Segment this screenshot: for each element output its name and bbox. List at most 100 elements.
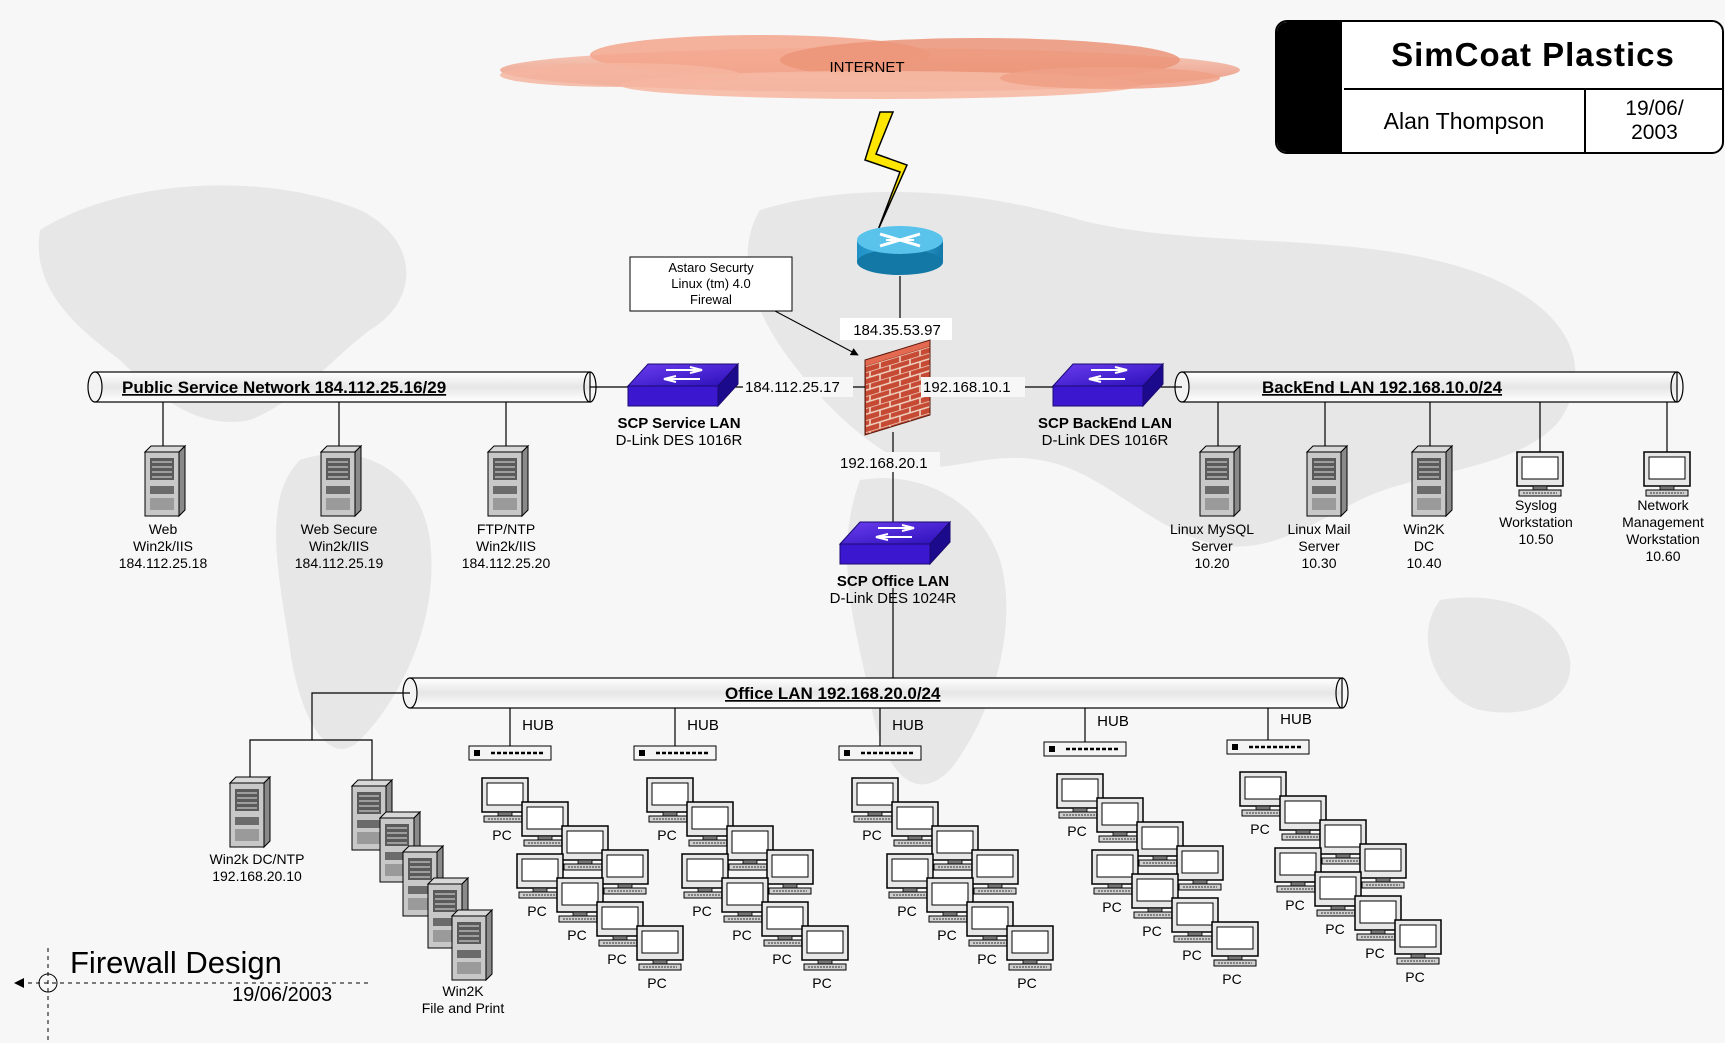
backend-server-icon — [1410, 444, 1454, 518]
pc-icon — [1176, 845, 1224, 891]
pc-label: PC — [647, 975, 666, 991]
pc-icon — [1131, 873, 1179, 919]
pc-label: PC — [1142, 923, 1161, 939]
pc-label: PC — [1182, 947, 1201, 963]
pc-icon — [931, 825, 979, 871]
pc-icon — [891, 801, 939, 847]
hub-icon — [1043, 741, 1127, 757]
public-server-label: 184.112.25.20 — [462, 555, 551, 571]
firewall-office-ip: 192.168.20.1 — [840, 455, 928, 472]
pc-icon — [1359, 843, 1407, 889]
hub-label: HUB — [1097, 713, 1129, 730]
public-network-label: Public Service Network 184.112.25.16/29 — [122, 378, 446, 397]
pc-label: PC — [1067, 823, 1086, 839]
pc-icon — [481, 777, 529, 823]
hub-icon — [633, 745, 717, 761]
backend-device-label: 10.40 — [1406, 555, 1441, 571]
office-hubs: HUB PC PC PC PC PC PC PC PC HUB PC PC PC PC PC PC PC PC HU… — [468, 708, 1442, 991]
backend-device-label: Linux MySQL — [1170, 521, 1254, 537]
pc-icon — [761, 901, 809, 947]
pc-icon — [726, 825, 774, 871]
router-wan-ip-label: 184.35.53.97 — [840, 318, 952, 340]
firewall-public-ip-label: 184.112.25.17 — [743, 377, 853, 397]
office-network-label: Office LAN 192.168.20.0/24 — [725, 684, 941, 703]
backend-device-label: 10.50 — [1518, 531, 1553, 547]
backend-device-label: Server — [1191, 538, 1233, 554]
pc-label: PC — [1365, 945, 1384, 961]
pc-icon — [681, 853, 729, 899]
hub-label: HUB — [1280, 711, 1312, 728]
backend-switch-model: D-Link DES 1016R — [1042, 432, 1169, 449]
hub-icon — [468, 745, 552, 761]
firewall-backend-ip: 192.168.10.1 — [923, 379, 1011, 396]
pc-icon — [1279, 795, 1327, 841]
pc-label: PC — [1102, 899, 1121, 915]
pc-label: PC — [812, 975, 831, 991]
pc-icon — [1239, 771, 1287, 817]
pc-icon — [1096, 797, 1144, 843]
backend-device-label: Workstation — [1626, 531, 1700, 547]
pc-icon — [1274, 847, 1322, 893]
pc-label: PC — [692, 903, 711, 919]
firewall-note-line-3: Firewal — [690, 292, 732, 307]
pc-label: PC — [1325, 921, 1344, 937]
pc-icon — [886, 853, 934, 899]
pc-icon — [1394, 919, 1442, 965]
pc-icon — [1354, 895, 1402, 941]
backend-device-label: 10.60 — [1645, 548, 1680, 564]
pc-label: PC — [937, 927, 956, 943]
pc-icon — [1314, 871, 1362, 917]
backend-device-label: 10.20 — [1194, 555, 1229, 571]
firewall-note-line-1: Astaro Securty — [668, 260, 754, 275]
wan-link-lightning-icon — [864, 111, 909, 231]
pc-icon — [556, 877, 604, 923]
backend-device-label: DC — [1414, 538, 1434, 554]
backend-lan-pipe: BackEnd LAN 192.168.10.0/24 — [1174, 371, 1684, 403]
pc-icon — [1091, 849, 1139, 895]
pc-label: PC — [977, 951, 996, 967]
firewall-office-ip-label: 192.168.20.1 — [836, 452, 940, 472]
backend-server-icon — [1305, 444, 1349, 518]
pc-label: PC — [1250, 821, 1269, 837]
office-server-label: Win2K — [442, 983, 484, 999]
pc-label: PC — [492, 827, 511, 843]
firewall-note-line-2: Linux (tm) 4.0 — [671, 276, 750, 291]
pc-icon — [1319, 819, 1367, 865]
backend-device-label: 10.30 — [1301, 555, 1336, 571]
hub-label: HUB — [522, 717, 554, 734]
hub-icon — [838, 745, 922, 761]
pc-label: PC — [897, 903, 916, 919]
backend-device-label: Syslog — [1515, 497, 1557, 513]
public-server-label: Win2k/IIS — [309, 538, 369, 554]
pc-icon — [1136, 821, 1184, 867]
pc-label: PC — [1222, 971, 1241, 987]
firewall-backend-ip-label: 192.168.10.1 — [921, 377, 1025, 397]
pc-icon — [851, 777, 899, 823]
public-server-label: FTP/NTP — [477, 521, 535, 537]
internet-label: INTERNET — [830, 59, 905, 76]
pc-icon — [596, 901, 644, 947]
public-server-label: Web Secure — [301, 521, 378, 537]
pc-icon — [521, 801, 569, 847]
title-block-band — [1277, 22, 1342, 152]
pc-icon — [646, 777, 694, 823]
service-switch-name: SCP Service LAN — [617, 415, 740, 432]
backend-network-label: BackEnd LAN 192.168.10.0/24 — [1262, 378, 1503, 397]
file-print-server-icon — [450, 908, 494, 982]
office-server-label: Win2k DC/NTP — [210, 851, 305, 867]
pc-icon — [1056, 773, 1104, 819]
firewall-note: Astaro Securty Linux (tm) 4.0 Firewal — [629, 256, 859, 356]
backend-device-label: Management — [1622, 514, 1704, 530]
service-lan-switch-icon — [626, 362, 740, 408]
backend-switch-name: SCP BackEnd LAN — [1038, 415, 1172, 432]
pc-icon — [601, 849, 649, 895]
footer-title: Firewall Design — [70, 945, 282, 980]
office-server-label: File and Print — [422, 1000, 505, 1016]
router-wan-ip: 184.35.53.97 — [853, 322, 941, 339]
pc-label: PC — [607, 951, 626, 967]
office-switch-name: SCP Office LAN — [837, 573, 949, 590]
backend-device-label: Network — [1637, 497, 1689, 513]
title-block-date: 19/06/ 2003 — [1625, 97, 1684, 144]
diagram-footer: Firewall Design 19/06/2003 — [14, 945, 370, 1043]
